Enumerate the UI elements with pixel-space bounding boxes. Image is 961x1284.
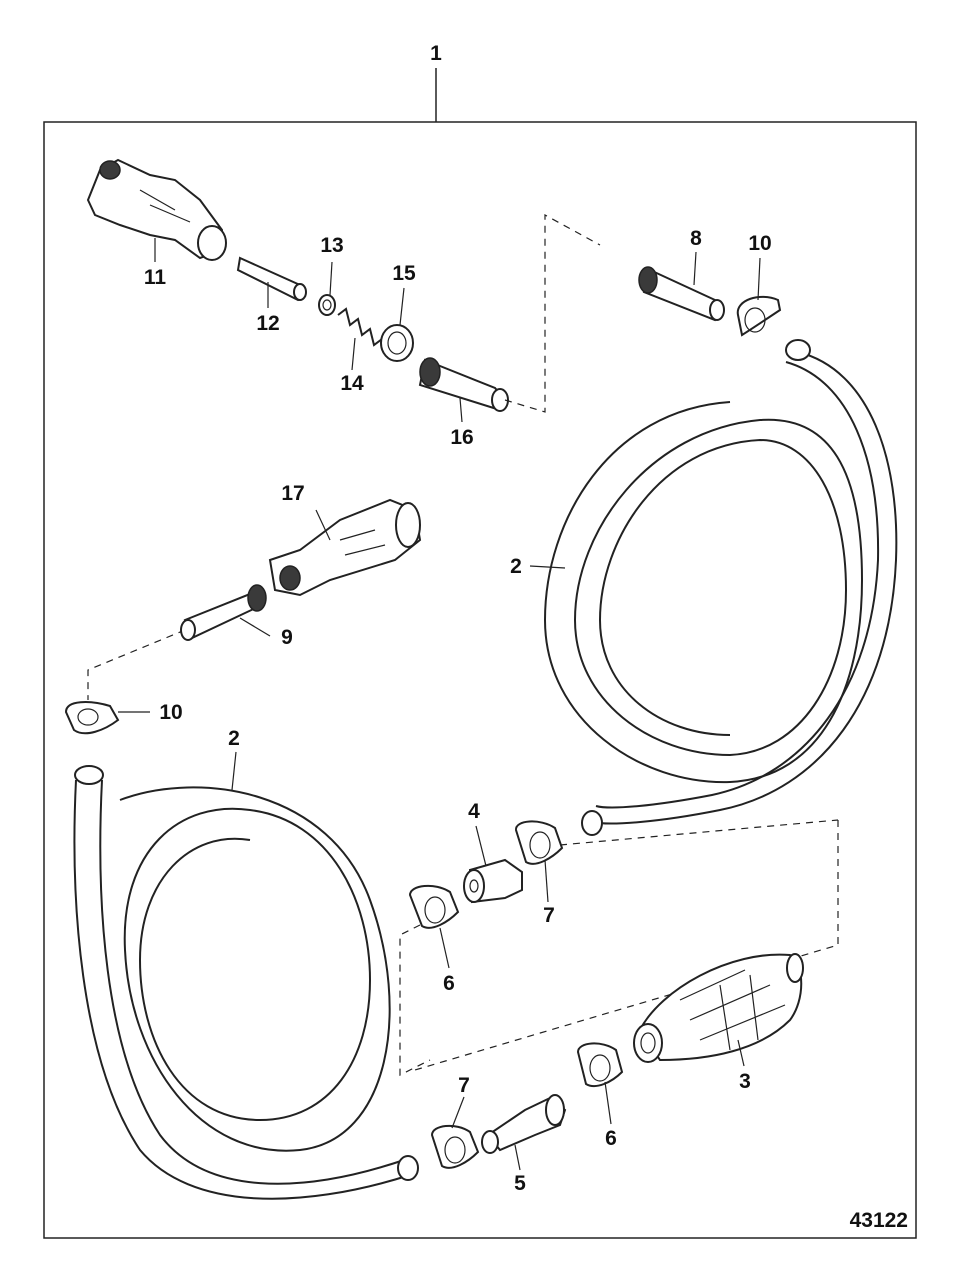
part-16-fitting	[418, 357, 509, 412]
callout-11: 11	[144, 266, 167, 289]
callout-2a: 2	[510, 555, 522, 578]
part-11-connector	[86, 158, 227, 261]
callout-3: 3	[739, 1070, 751, 1093]
part-12-valve-stem	[236, 256, 307, 302]
dash-6-to-5	[399, 924, 431, 1076]
dash-16-to-8	[504, 213, 601, 413]
callout-16: 16	[450, 426, 473, 449]
dash-9-to-10	[87, 629, 186, 700]
callout-17: 17	[281, 482, 304, 505]
fuel-hose-left	[73, 765, 419, 1200]
fuel-hose-right	[543, 339, 898, 836]
part-10-clamp-lower	[64, 701, 120, 735]
callout-1: 1	[430, 42, 442, 65]
callout-7a: 7	[543, 904, 555, 927]
callout-8: 8	[690, 227, 702, 250]
dash-bulb-right	[414, 820, 839, 1071]
part-3-primer-bulb	[633, 953, 804, 1063]
part-6-clamp-lower	[576, 1042, 624, 1088]
callout-9: 9	[281, 626, 293, 649]
callout-5: 5	[514, 1172, 526, 1195]
diagram-frame	[43, 121, 917, 1239]
callout-6a: 6	[443, 972, 455, 995]
part-14-spring	[337, 307, 383, 347]
callout-13: 13	[320, 234, 343, 257]
callout-15: 15	[392, 262, 416, 285]
part-6-clamp-upper	[408, 884, 460, 929]
part-7-clamp-upper	[515, 820, 564, 865]
callout-12: 12	[256, 312, 279, 335]
callout-4: 4	[468, 800, 480, 823]
part-4-fitting	[463, 858, 523, 904]
part-5-fitting	[481, 1094, 567, 1154]
part-10-clamp-upper	[736, 295, 782, 337]
part-17-tank-connector	[268, 498, 422, 597]
part-13-o-ring	[318, 294, 336, 316]
callout-2b: 2	[228, 727, 240, 750]
figure-number: 43122	[850, 1209, 908, 1232]
callout-10a: 10	[748, 232, 771, 255]
callout-leaders	[118, 238, 761, 1171]
callout-14: 14	[340, 372, 364, 395]
callout-10b: 10	[159, 701, 182, 724]
part-7-clamp-lower	[430, 1124, 480, 1169]
part-8-fitting	[638, 266, 725, 322]
part-15-washer	[380, 324, 414, 362]
callout-7b: 7	[458, 1074, 470, 1097]
callout-6b: 6	[605, 1127, 617, 1150]
part-9-fitting	[180, 584, 267, 641]
